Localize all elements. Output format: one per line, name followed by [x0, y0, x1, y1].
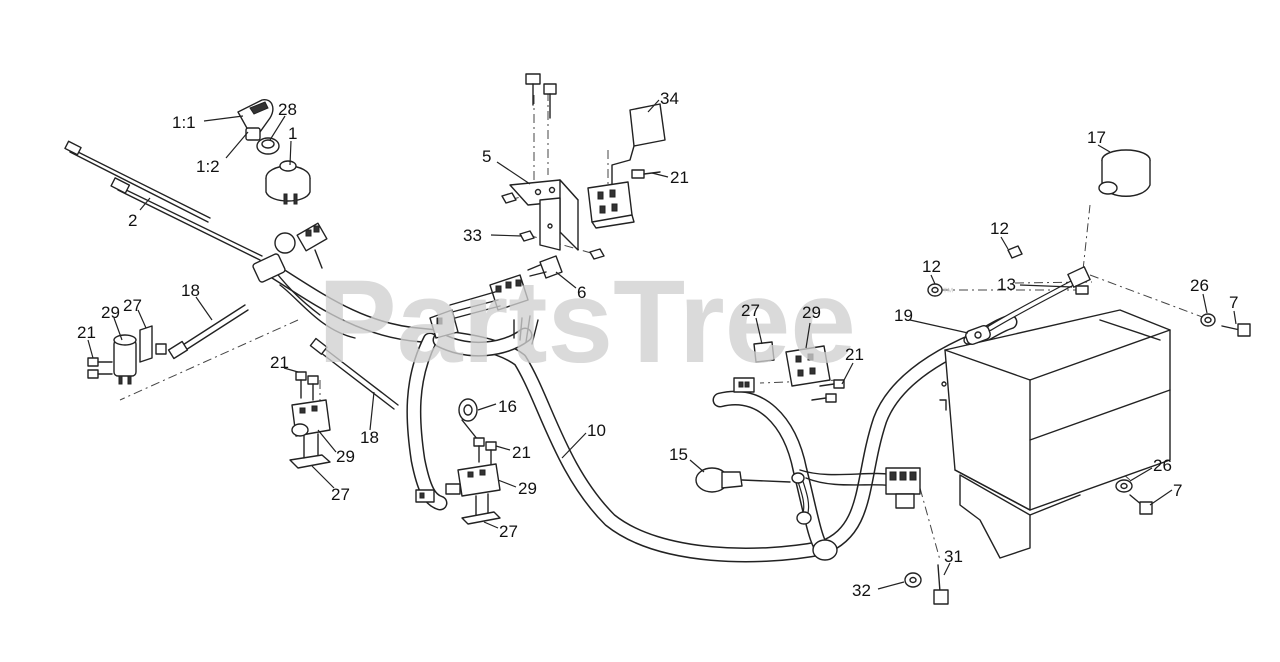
relay-socket	[587, 169, 661, 229]
callout-1: 1	[288, 124, 297, 143]
callout-26-upper: 26	[1190, 276, 1209, 295]
watermark-text: PartsTree	[318, 256, 856, 388]
center-switch-29	[445, 463, 501, 497]
harness-connector-block	[429, 274, 529, 339]
bolt-7-upper	[1221, 323, 1251, 337]
callout-27-center: 27	[499, 522, 518, 541]
callout-21-right: 21	[845, 345, 864, 364]
callout-21-center: 21	[512, 443, 531, 462]
callout-29-mid: 29	[336, 447, 355, 466]
left-switch-29	[113, 334, 137, 385]
callout-27-right: 27	[741, 301, 760, 320]
callout-27-left: 27	[123, 296, 142, 315]
wire-bundle-ends	[513, 315, 539, 345]
callout-5: 5	[482, 147, 491, 166]
callout-29-left: 29	[101, 303, 120, 322]
callout-7-upper: 7	[1229, 293, 1238, 312]
mid-switch-29	[291, 399, 331, 437]
callout-17: 17	[1087, 128, 1106, 147]
clamp-16	[458, 398, 479, 441]
bracket-screws	[525, 73, 557, 119]
cable-tie-18-left	[167, 304, 249, 360]
washer-26-upper	[1200, 313, 1216, 327]
center-screw-21	[473, 437, 497, 467]
left-bracket-27	[139, 325, 167, 363]
callout-18-left: 18	[181, 281, 200, 300]
callout-13: 13	[997, 275, 1016, 294]
center-bracket-27	[461, 493, 501, 525]
callout-28: 28	[278, 100, 297, 119]
callout-31: 31	[944, 547, 963, 566]
callout-labels: 1:1 1:2 28 1 2 5 34 21 33 6 17 12 12 13 …	[77, 89, 1238, 600]
right-switch-29	[785, 345, 831, 387]
callout-27-mid: 27	[331, 485, 350, 504]
callout-10: 10	[587, 421, 606, 440]
callout-1-1: 1:1	[172, 113, 196, 132]
bolt-7-lower	[1129, 494, 1153, 515]
callout-29-right: 29	[802, 303, 821, 322]
battery-cable-terminals	[791, 467, 921, 525]
right-bracket-27	[753, 341, 775, 363]
callout-33: 33	[463, 226, 482, 245]
cable-tie-2	[64, 140, 263, 261]
battery-cable-13	[987, 266, 1091, 331]
watermark-trademark: ™	[942, 285, 954, 299]
nut-12-upper	[1007, 245, 1023, 259]
callout-21-relay: 21	[670, 168, 689, 187]
callout-12-upper: 12	[990, 219, 1009, 238]
callout-7-lower: 7	[1173, 481, 1182, 500]
nuts-33	[501, 192, 605, 260]
callout-32: 32	[852, 581, 871, 600]
bolt-31	[933, 564, 949, 605]
washer-32	[904, 572, 922, 588]
callout-26-lower: 26	[1153, 456, 1172, 475]
callout-1-2: 1:2	[196, 157, 220, 176]
cable-tie-18-mid	[309, 337, 399, 410]
relay-bracket-5	[509, 179, 579, 251]
terminal-cap-17	[1098, 149, 1151, 197]
callout-18-mid: 18	[360, 428, 379, 447]
washer-12-left	[927, 283, 943, 297]
left-screw-21	[87, 357, 113, 379]
mid-screw-21	[295, 371, 319, 401]
ignition-key	[237, 99, 274, 141]
relay-34	[611, 103, 666, 186]
callout-16: 16	[498, 397, 517, 416]
washer-26-lower	[1115, 479, 1133, 493]
right-screw-21	[811, 379, 845, 403]
callout-15: 15	[669, 445, 688, 464]
callout-19: 19	[894, 306, 913, 325]
harness-end-connector	[415, 489, 435, 503]
ignition-switch-1	[256, 137, 311, 205]
callout-21-mid: 21	[270, 353, 289, 372]
switch-connector	[296, 222, 328, 269]
harness-plug	[733, 377, 755, 393]
callout-2: 2	[128, 211, 137, 230]
callout-12-left: 12	[922, 257, 941, 276]
mid-bracket-27	[289, 433, 331, 469]
callout-21-left: 21	[77, 323, 96, 342]
callout-34: 34	[660, 89, 679, 108]
battery-box	[939, 309, 1171, 559]
callout-6: 6	[577, 283, 586, 302]
fuse-holder-15	[695, 467, 791, 493]
battery-cable-19	[965, 325, 991, 345]
leader-lines	[87, 99, 1237, 590]
callout-29-center: 29	[518, 479, 537, 498]
